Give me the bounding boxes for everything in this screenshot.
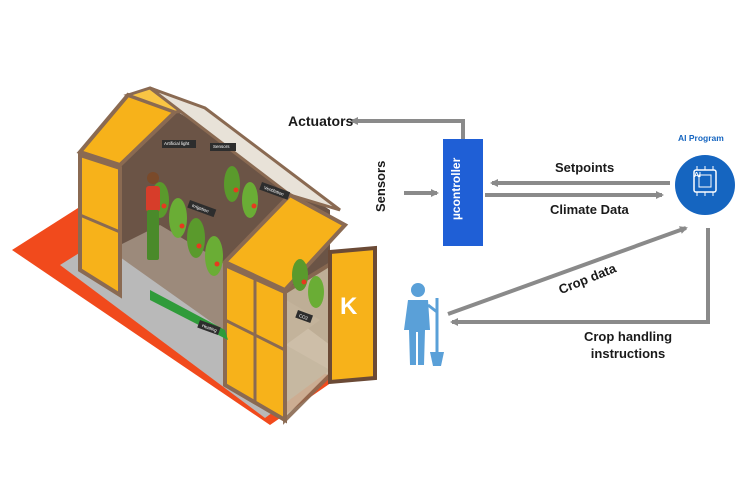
crop-handling-arrow [450, 228, 710, 326]
greenhouse-illustration [12, 86, 377, 425]
crop-handling-label: Crop handling instructions [583, 329, 673, 361]
setpoints-label: Setpoints [555, 160, 615, 175]
actuators-arrow [350, 117, 465, 139]
roof-right [221, 192, 349, 293]
door [328, 245, 377, 385]
roof-ridge [149, 86, 341, 212]
tag-artificial-light: Artificial light [164, 141, 190, 146]
ai-program-label: AI Program [678, 133, 724, 143]
door-logo: K [340, 293, 358, 320]
ai-chip-text: AI [694, 172, 701, 179]
worker-icon [404, 283, 444, 366]
climate-data-label: Climate Data [550, 202, 629, 217]
greenhouse-tags [162, 140, 314, 336]
microcontroller-box [443, 139, 483, 246]
crop-data-arrow [447, 226, 688, 316]
sensors-label: Sensors [373, 160, 388, 212]
microcontroller-label: µcontroller [449, 157, 463, 220]
ai-program-icon [675, 155, 735, 215]
gardener-figure [146, 172, 160, 260]
tag-sensors: Sensors [213, 144, 230, 149]
actuators-label: Actuators [288, 113, 354, 129]
